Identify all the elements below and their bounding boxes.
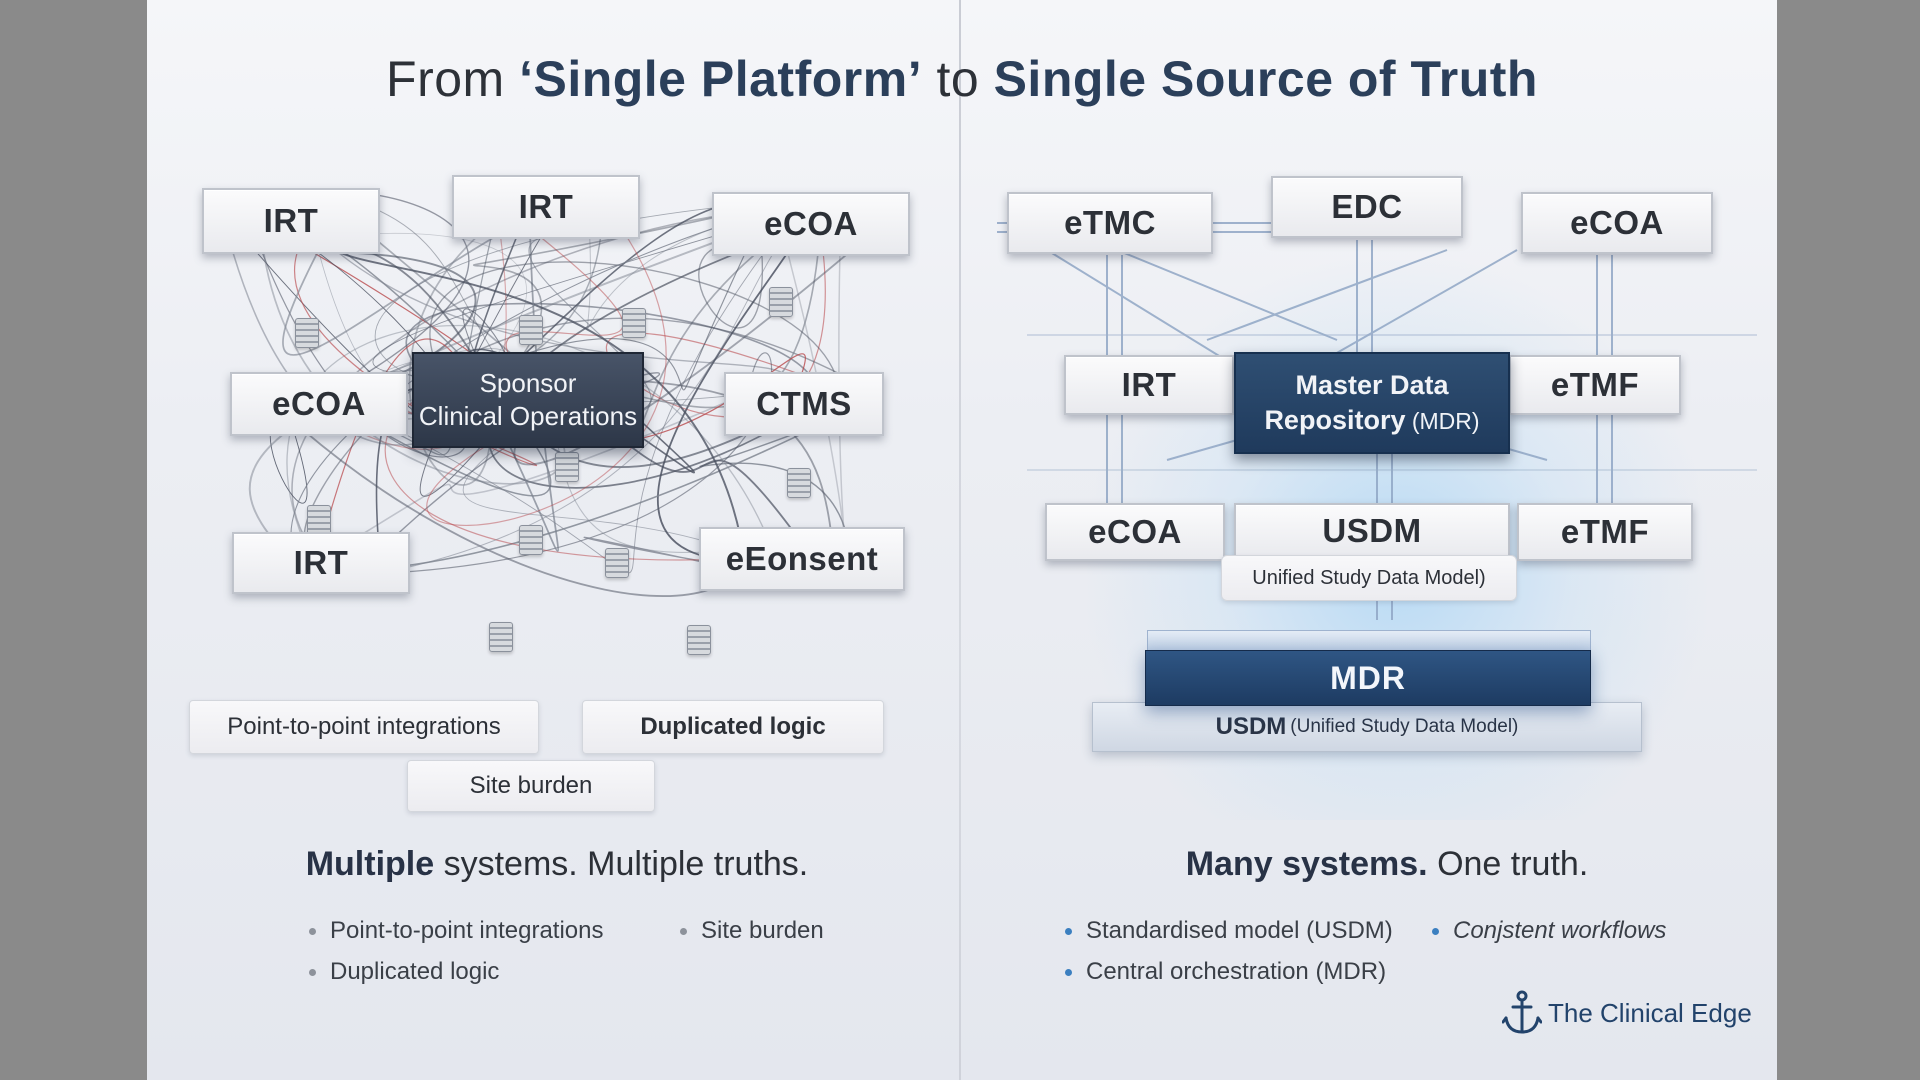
left-pill-point-to-point: Point-to-point integrations — [189, 700, 539, 754]
bullet-dot — [309, 969, 316, 977]
left-bullet-3: Duplicated logic — [309, 958, 499, 986]
left-node-ecoa-top-right: eCOA — [712, 192, 910, 256]
left-node-irt-bottom-left: IRT — [232, 532, 410, 594]
right-bullet-3: Central orchestration (MDR) — [1065, 958, 1386, 986]
left-tagline: Multiple systems. Multiple truths. — [187, 845, 927, 884]
right-bullet-3-text: Central orchestration (MDR) — [1086, 958, 1387, 985]
right-bullet-1: Standardised model (USDM) — [1065, 917, 1393, 945]
mdr-line2-bold: Repository — [1264, 405, 1406, 435]
right-platform-mdr: MDR — [1145, 650, 1591, 706]
left-node-irt-top-left: IRT — [202, 188, 380, 254]
left-bullet-3-text: Duplicated logic — [330, 958, 500, 985]
left-center-sponsor: Sponsor Clinical Operations — [412, 352, 644, 448]
right-bullet-2: Conjstent workflows — [1432, 917, 1666, 945]
right-node-ecoa-low: eCOA — [1045, 503, 1225, 561]
left-node-econsent: eEonsent — [699, 527, 905, 591]
right-node-usdm: USDM — [1234, 503, 1510, 559]
server-icon — [622, 308, 646, 338]
server-icon — [769, 287, 793, 317]
left-bullet-2: Site burden — [680, 917, 824, 945]
right-node-ecoa-top: eCOA — [1521, 192, 1713, 254]
tangled-wire — [488, 219, 839, 489]
left-node-ctms: CTMS — [724, 372, 884, 436]
slide: From ‘Single Platform’ to Single Source … — [147, 0, 1777, 1080]
bullet-dot — [309, 928, 316, 936]
left-tagline-bold: Multiple — [305, 845, 435, 883]
brand-logo: The Clinical Edge — [1502, 990, 1752, 1036]
server-icon — [295, 318, 319, 348]
right-node-irt: IRT — [1064, 355, 1234, 415]
bullet-dot — [1065, 928, 1072, 936]
title-quoted: ‘Single Platform’ — [519, 51, 923, 107]
left-pill-site-burden: Site burden — [407, 760, 655, 812]
page-title: From ‘Single Platform’ to Single Source … — [147, 50, 1777, 108]
right-node-edc: EDC — [1271, 176, 1463, 238]
platform-usdm-rest: (Unified Study Data Model) — [1290, 716, 1519, 737]
bullet-dot — [1432, 928, 1439, 936]
bullet-dot — [680, 928, 687, 936]
mdr-line2: Repository (MDR) — [1264, 405, 1479, 436]
right-tagline-rest: One truth. — [1427, 845, 1589, 883]
server-icon — [519, 525, 543, 555]
left-bullet-1-text: Point-to-point integrations — [330, 917, 604, 944]
anchor-icon — [1502, 990, 1542, 1034]
left-bullet-1: Point-to-point integrations — [309, 917, 604, 945]
server-icon — [555, 452, 579, 482]
title-prefix: From — [386, 51, 520, 107]
tangled-wire — [426, 204, 667, 526]
left-tagline-rest: systems. Multiple truths. — [434, 845, 809, 883]
tangled-wire — [476, 195, 773, 391]
right-bullet-1-text: Standardised model (USDM) — [1086, 917, 1393, 944]
tangled-wire — [291, 206, 821, 574]
right-tagline: Many systems. One truth. — [997, 845, 1777, 884]
right-node-etmf-low: eTMF — [1517, 503, 1693, 561]
server-icon — [519, 315, 543, 345]
right-master-data-repository: Master Data Repository (MDR) — [1234, 352, 1510, 454]
left-node-irt-top-center: IRT — [452, 175, 640, 239]
right-bullet-2-text: Conjstent workflows — [1453, 917, 1667, 944]
center-divider — [959, 0, 961, 1080]
left-bullet-2-text: Site burden — [701, 917, 824, 944]
title-mid: to — [922, 51, 994, 107]
left-pill-duplicated-logic: Duplicated logic — [582, 700, 884, 754]
logo-text: The Clinical Edge — [1548, 997, 1752, 1028]
right-tagline-bold: Many systems. — [1185, 845, 1428, 883]
server-icon — [489, 622, 513, 652]
server-icon — [307, 505, 331, 535]
server-icon — [605, 548, 629, 578]
title-emphasis: Single Source of Truth — [993, 51, 1538, 107]
right-node-etmc: eTMC — [1007, 192, 1213, 254]
left-node-ecoa-mid-left: eCOA — [230, 372, 408, 436]
right-platform-base: USDM (Unified Study Data Model) — [1092, 702, 1642, 752]
mdr-line1: Master Data — [1295, 370, 1449, 400]
server-icon — [787, 468, 811, 498]
tangled-wire — [489, 197, 624, 391]
server-icon — [687, 625, 711, 655]
right-node-etmf-mid: eTMF — [1509, 355, 1681, 415]
sponsor-line1: Sponsor — [479, 368, 577, 398]
tangled-wire — [605, 223, 826, 418]
tangled-wire — [344, 231, 780, 574]
right-usdm-caption: Unified Study Data Model) — [1221, 555, 1517, 601]
platform-usdm-bold: USDM — [1215, 713, 1287, 740]
mdr-line2-rest: (MDR) — [1405, 408, 1480, 434]
tangled-wire — [429, 261, 841, 431]
bullet-dot — [1065, 969, 1072, 977]
sponsor-line2: Clinical Operations — [418, 401, 638, 431]
